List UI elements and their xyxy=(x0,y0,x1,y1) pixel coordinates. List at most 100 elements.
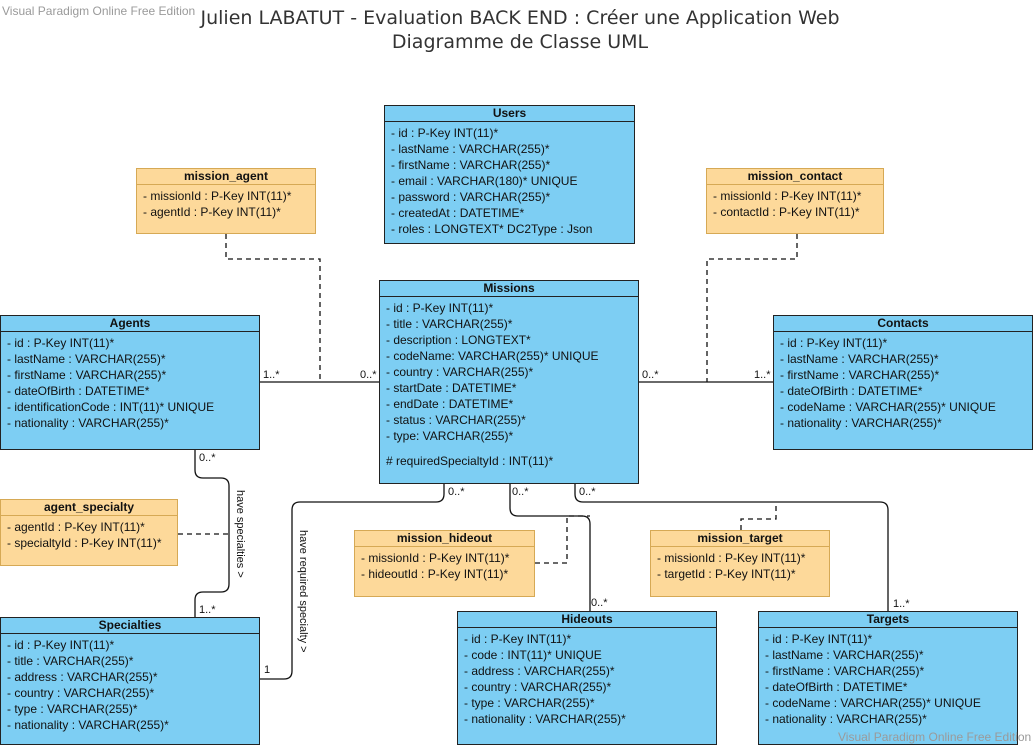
attribute: - identificationCode : INT(11)* UNIQUE xyxy=(7,400,215,414)
class-mission-hideout[interactable]: mission_hideout - missionId : P-Key INT(… xyxy=(354,530,535,597)
attribute: # requiredSpecialtyId : INT(11)* xyxy=(386,454,554,468)
attribute: - country : VARCHAR(255)* xyxy=(386,365,534,379)
association-label-have-specialties: have specialties > xyxy=(234,490,246,578)
diagram-subtitle: Diagramme de Classe UML xyxy=(391,31,649,53)
multiplicity-label: 0..* xyxy=(360,369,377,381)
class-specialties[interactable]: Specialties - id : P-Key INT(11)* - titl… xyxy=(0,617,260,745)
attribute: - missionId : P-Key INT(11)* xyxy=(143,189,292,203)
attribute: - nationality : VARCHAR(255)* xyxy=(7,416,169,430)
class-mission-target[interactable]: mission_target - missionId : P-Key INT(1… xyxy=(650,530,830,597)
class-targets[interactable]: Targets - id : P-Key INT(11)* - lastName… xyxy=(758,611,1018,745)
attribute: - firstName : VARCHAR(255)* xyxy=(765,664,925,678)
class-users-name: Users xyxy=(385,106,634,122)
attribute: - lastName : VARCHAR(255)* xyxy=(7,352,166,366)
diagram-title: Julien LABATUT - Evaluation BACK END : C… xyxy=(200,7,840,29)
attribute: - status : VARCHAR(255)* xyxy=(386,413,526,427)
attribute: - nationality : VARCHAR(255)* xyxy=(464,712,626,726)
multiplicity-label: 1..* xyxy=(754,369,771,381)
attribute: - id : P-Key INT(11)* xyxy=(765,632,873,646)
attribute: - type: VARCHAR(255)* xyxy=(386,429,514,443)
class-missions[interactable]: Missions - id : P-Key INT(11)* - title :… xyxy=(379,280,639,484)
link-missions-targets[interactable] xyxy=(574,484,889,611)
attribute: - codeName : VARCHAR(255)* UNIQUE xyxy=(765,696,981,710)
multiplicity-label: 0..* xyxy=(199,452,216,464)
attribute: - email : VARCHAR(180)* UNIQUE xyxy=(391,174,578,188)
class-targets-name: Targets xyxy=(759,612,1017,628)
attribute: - firstName : VARCHAR(255)* xyxy=(7,368,167,382)
class-users[interactable]: Users - id : P-Key INT(11)* - lastName :… xyxy=(384,105,635,244)
dash-mission-contact[interactable] xyxy=(706,234,798,382)
class-agents-name: Agents xyxy=(1,316,259,332)
multiplicity-label: 1..* xyxy=(893,598,910,610)
attribute: - nationality : VARCHAR(255)* xyxy=(765,712,927,726)
class-missions-name: Missions xyxy=(380,281,638,297)
attribute: - id : P-Key INT(11)* xyxy=(391,126,499,140)
attribute: - title : VARCHAR(255)* xyxy=(386,317,513,331)
attribute: - codeName : VARCHAR(255)* UNIQUE xyxy=(780,400,996,414)
multiplicity-label: 1..* xyxy=(199,604,216,616)
attribute: - hideoutId : P-Key INT(11)* xyxy=(361,567,509,581)
attribute: - nationality : VARCHAR(255)* xyxy=(780,416,942,430)
attribute: - id : P-Key INT(11)* xyxy=(7,638,115,652)
attribute: - address : VARCHAR(255)* xyxy=(464,664,615,678)
attribute: - dateOfBirth : DATETIME* xyxy=(7,384,150,398)
multiplicity-label: 0..* xyxy=(448,486,465,498)
attribute: - dateOfBirth : DATETIME* xyxy=(765,680,908,694)
attribute: - roles : LONGTEXT* DC2Type : Json xyxy=(391,222,593,236)
watermark-bottom: Visual Paradigm Online Free Edition xyxy=(838,730,1032,744)
class-mission-hideout-name: mission_hideout xyxy=(355,531,534,547)
class-specialties-name: Specialties xyxy=(1,618,259,634)
attribute: - id : P-Key INT(11)* xyxy=(780,336,888,350)
class-hideouts-name: Hideouts xyxy=(458,612,716,628)
class-mission-contact[interactable]: mission_contact - missionId : P-Key INT(… xyxy=(706,168,884,234)
class-hideouts[interactable]: Hideouts - id : P-Key INT(11)* - code : … xyxy=(457,611,717,745)
attribute: - type : VARCHAR(255)* xyxy=(464,696,595,710)
dash-mission-hideout[interactable] xyxy=(535,515,590,564)
multiplicity-label: 0..* xyxy=(642,369,659,381)
attribute: - id : P-Key INT(11)* xyxy=(386,301,494,315)
link-agents-specialties[interactable] xyxy=(194,450,230,617)
association-label-have-required-specialty: have required specialty > xyxy=(297,530,309,653)
attribute: - description : LONGTEXT* xyxy=(386,333,531,347)
class-mission-agent-name: mission_agent xyxy=(137,169,315,185)
attribute: - endDate : DATETIME* xyxy=(386,397,514,411)
attribute: - id : P-Key INT(11)* xyxy=(7,336,115,350)
multiplicity-label: 0..* xyxy=(512,486,529,498)
attribute: - missionId : P-Key INT(11)* xyxy=(713,189,862,203)
class-contacts-name: Contacts xyxy=(774,316,1032,332)
attribute: - nationality : VARCHAR(255)* xyxy=(7,718,169,732)
class-mission-target-name: mission_target xyxy=(651,531,829,547)
watermark-top: Visual Paradigm Online Free Edition xyxy=(2,4,196,18)
attribute: - country : VARCHAR(255)* xyxy=(7,686,155,700)
attribute: - lastName : VARCHAR(255)* xyxy=(780,352,939,366)
attribute: - firstName : VARCHAR(255)* xyxy=(780,368,940,382)
link-specialties-missions[interactable] xyxy=(260,484,445,680)
attribute: - specialtyId : P-Key INT(11)* xyxy=(7,536,162,550)
class-mission-agent[interactable]: mission_agent - missionId : P-Key INT(11… xyxy=(136,168,316,234)
link-missions-hideouts[interactable] xyxy=(509,484,591,611)
attribute: - codeName: VARCHAR(255)* UNIQUE xyxy=(386,349,599,363)
dash-mission-target[interactable] xyxy=(740,502,777,530)
attribute: - missionId : P-Key INT(11)* xyxy=(361,551,510,565)
class-contacts[interactable]: Contacts - id : P-Key INT(11)* - lastNam… xyxy=(773,315,1033,450)
attribute: - lastName : VARCHAR(255)* xyxy=(391,142,550,156)
attribute: - agentId : P-Key INT(11)* xyxy=(143,205,281,219)
attribute: - password : VARCHAR(255)* xyxy=(391,190,551,204)
multiplicity-label: 1 xyxy=(264,664,271,676)
class-mission-contact-name: mission_contact xyxy=(707,169,883,185)
attribute: - type : VARCHAR(255)* xyxy=(7,702,138,716)
attribute: - address : VARCHAR(255)* xyxy=(7,670,158,684)
attribute: - agentId : P-Key INT(11)* xyxy=(7,520,145,534)
multiplicity-label: 0..* xyxy=(579,486,596,498)
attribute: - code : INT(11)* UNIQUE xyxy=(464,648,602,662)
class-agent-specialty[interactable]: agent_specialty - agentId : P-Key INT(11… xyxy=(0,499,178,566)
attribute: - dateOfBirth : DATETIME* xyxy=(780,384,923,398)
dash-mission-agent[interactable] xyxy=(225,234,321,382)
attribute: - missionId : P-Key INT(11)* xyxy=(657,551,806,565)
multiplicity-label: 1..* xyxy=(263,369,280,381)
class-agents[interactable]: Agents - id : P-Key INT(11)* - lastName … xyxy=(0,315,260,450)
attribute: - createdAt : DATETIME* xyxy=(391,206,525,220)
attribute: - firstName : VARCHAR(255)* xyxy=(391,158,551,172)
attribute: - startDate : DATETIME* xyxy=(386,381,517,395)
